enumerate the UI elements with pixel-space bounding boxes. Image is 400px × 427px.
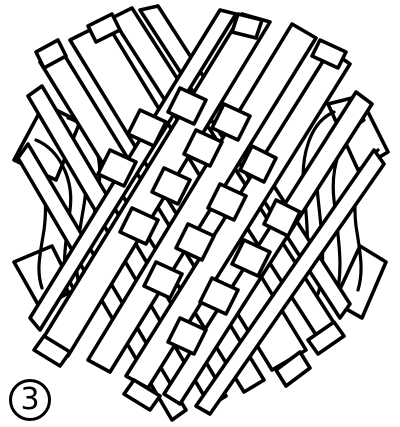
step-number-label: 3 (8, 378, 52, 422)
